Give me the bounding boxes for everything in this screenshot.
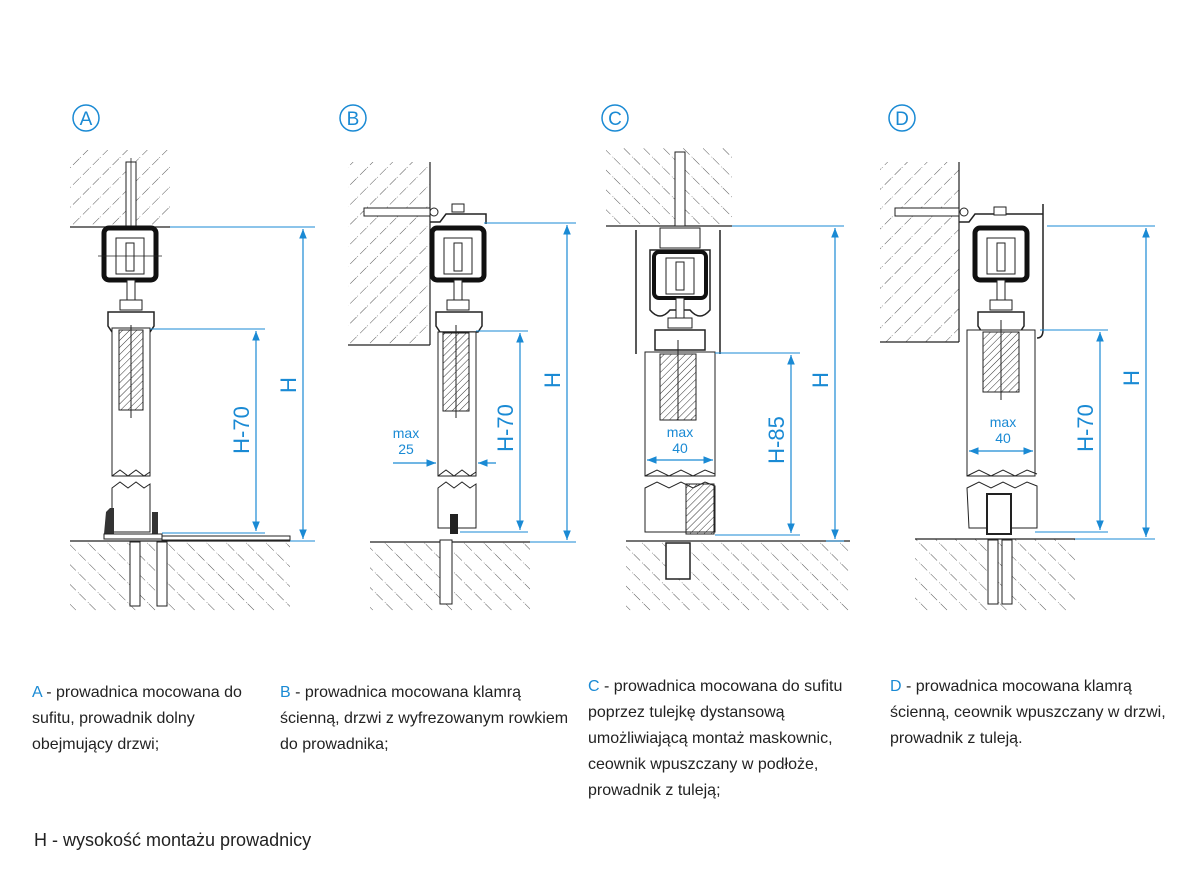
caption-text: - prowadnica mocowana klamrą ścienną, dr… — [280, 684, 569, 753]
caption-letter: B — [280, 684, 291, 701]
caption-b: B - prowadnica mocowana klamrą ścienną, … — [280, 680, 580, 758]
dimension-width-b: max 25 — [393, 425, 496, 467]
dimension-partial-c: H-85 — [715, 352, 800, 536]
dimension-partial-d: H-70 — [1035, 329, 1108, 533]
diagram-d: D H — [880, 104, 1155, 611]
dimension-h-b: H — [484, 222, 576, 543]
floor-block — [626, 541, 850, 611]
svg-text:H: H — [540, 372, 565, 388]
caption-letter: A — [32, 684, 42, 701]
dimension-partial-a: H-70 — [150, 328, 265, 534]
diagram-a: A — [70, 104, 315, 611]
badge-d: D — [888, 104, 916, 132]
door — [437, 325, 477, 534]
caption-d: D - prowadnica mocowana klamrą ścienną, … — [890, 674, 1180, 752]
wall-block — [348, 162, 430, 345]
dimension-width-d: max 40 — [969, 414, 1033, 455]
caption-letter: D — [890, 678, 902, 695]
svg-text:H-70: H-70 — [493, 404, 518, 452]
svg-text:H: H — [276, 377, 301, 393]
footnote: H - wysokość montażu prowadnicy — [34, 830, 312, 850]
dimension-h-c: H — [732, 225, 844, 542]
trolley — [98, 225, 162, 283]
badge-a: A — [72, 104, 100, 132]
badge-b: B — [339, 104, 367, 132]
svg-text:40: 40 — [672, 440, 688, 456]
svg-text:40: 40 — [995, 430, 1011, 446]
svg-text:D: D — [895, 109, 909, 130]
caption-text: - prowadnica mocowana do sufitu poprzez … — [588, 678, 843, 799]
dimension-partial-b: H-70 — [460, 330, 528, 533]
dimension-h-a: H — [170, 226, 315, 542]
svg-text:max: max — [393, 425, 419, 441]
caption-text: - prowadnica mocowana klamrą ścienną, ce… — [890, 678, 1166, 747]
svg-text:H-70: H-70 — [1073, 404, 1098, 452]
dimension-width-c: max 40 — [647, 424, 713, 464]
door — [644, 340, 716, 535]
trolley — [972, 225, 1030, 283]
svg-text:max: max — [667, 424, 693, 440]
diagram-b: B H — [339, 104, 576, 612]
svg-text:H-85: H-85 — [764, 416, 789, 464]
floor-block — [70, 541, 290, 611]
dimension-h-d: H — [1047, 225, 1155, 540]
badge-c: C — [601, 104, 629, 132]
caption-c: C - prowadnica mocowana do sufitu poprze… — [588, 674, 883, 804]
diagram-c: C H — [601, 104, 850, 611]
wall-block — [880, 162, 959, 342]
ceiling-block — [606, 148, 732, 226]
svg-text:H: H — [808, 372, 833, 388]
svg-text:H-70: H-70 — [229, 406, 254, 454]
trolley — [429, 225, 487, 283]
caption-text: - prowadnica mocowana do sufitu, prowadn… — [32, 684, 242, 753]
caption-letter: C — [588, 678, 600, 695]
ceiling-block — [70, 150, 170, 227]
svg-text:C: C — [608, 109, 622, 130]
svg-text:A: A — [80, 109, 93, 130]
trolley — [649, 249, 711, 317]
svg-text:max: max — [990, 414, 1016, 430]
svg-text:25: 25 — [398, 441, 414, 457]
svg-text:H: H — [1119, 370, 1144, 386]
door — [111, 325, 151, 533]
caption-a: A - prowadnica mocowana do sufitu, prowa… — [32, 680, 242, 758]
svg-text:B: B — [347, 109, 360, 130]
